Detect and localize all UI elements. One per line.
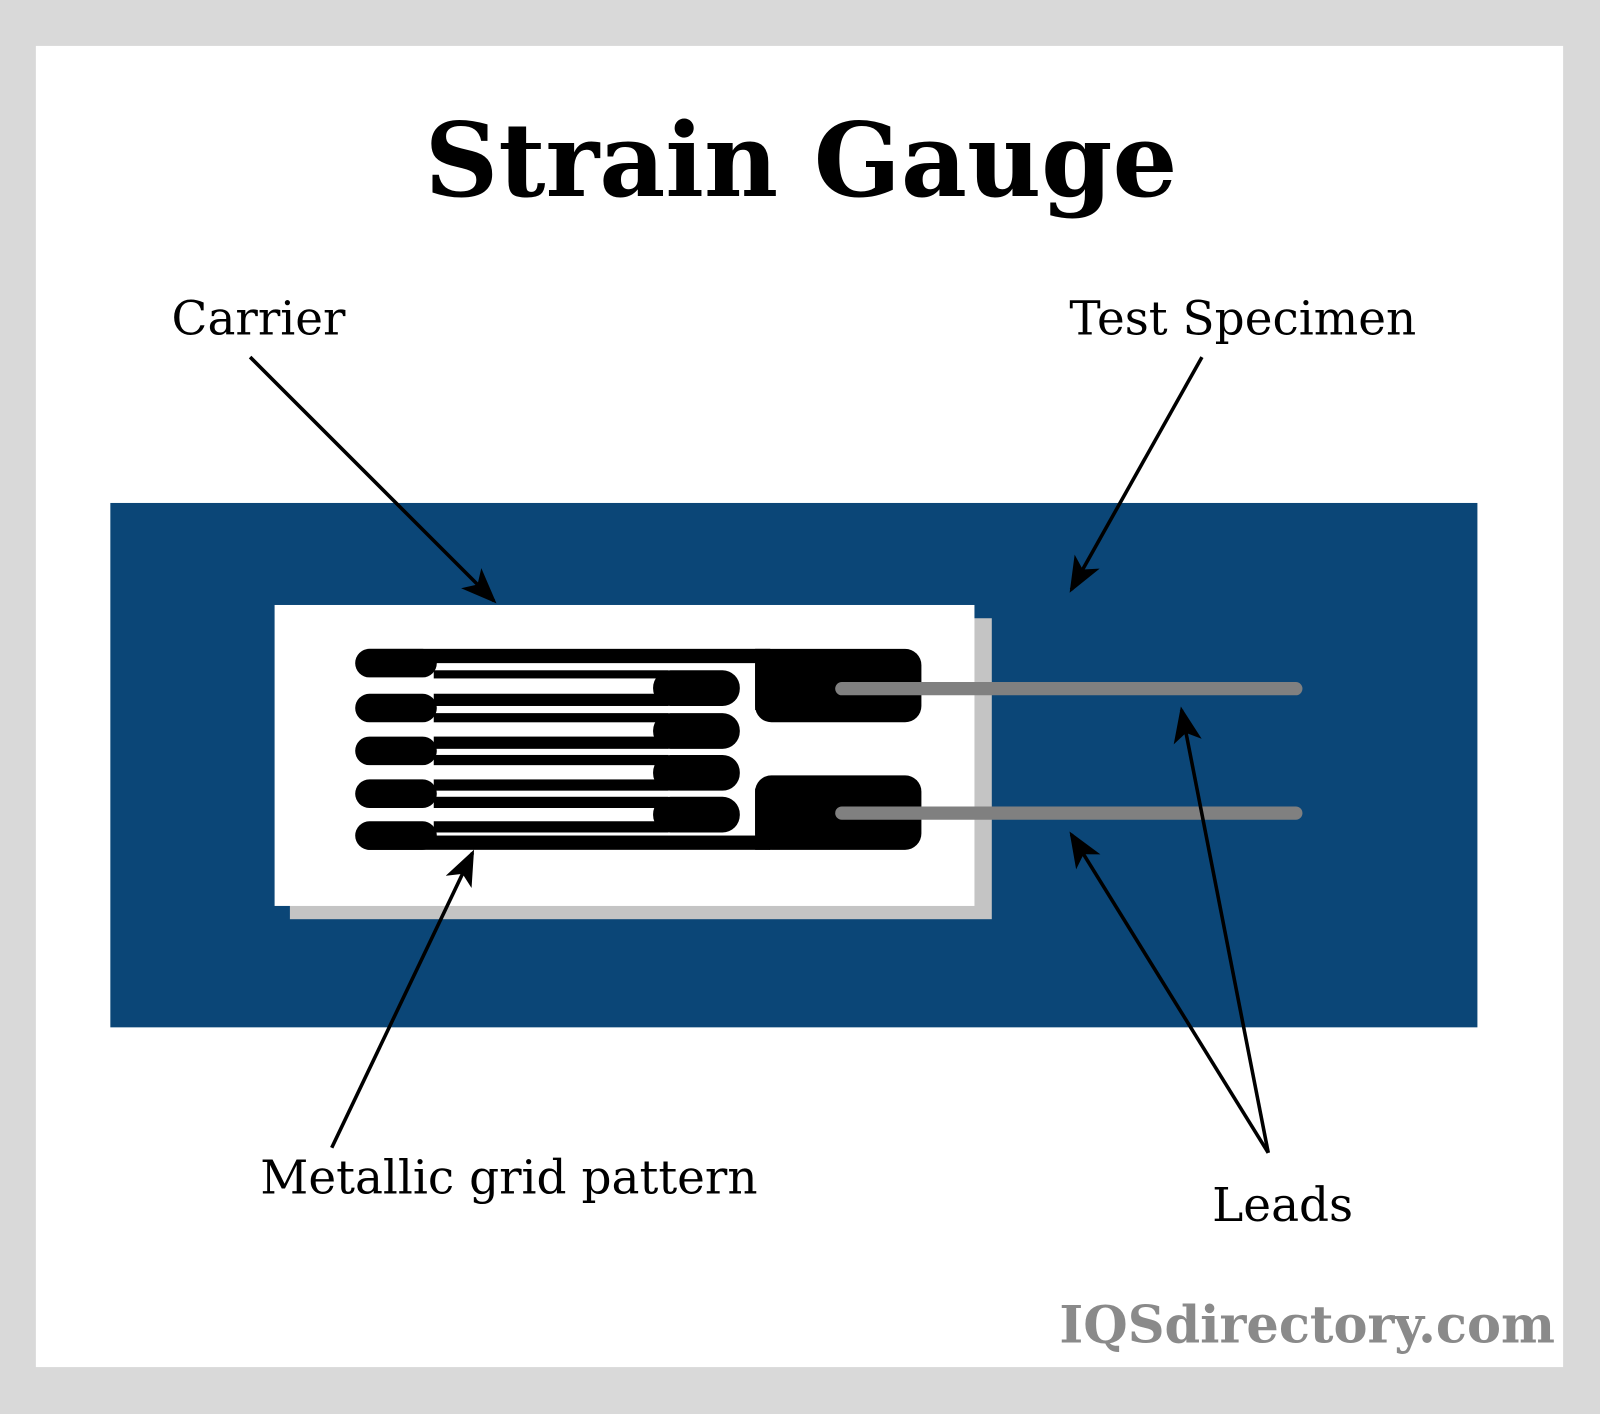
page-title: Strain Gauge (425, 101, 1178, 221)
metallic-grid-label: Metallic grid pattern (260, 1151, 757, 1206)
carrier-arrow (248, 355, 497, 604)
carrier-label: Carrier (172, 292, 346, 347)
leads-arrow-top (1173, 706, 1271, 1154)
watermark: IQSdirectory.com (1059, 1296, 1555, 1356)
leads-label: Leads (1212, 1178, 1353, 1233)
test-specimen-arrow (1069, 356, 1204, 593)
leads-arrow-bottom (1069, 831, 1270, 1154)
metallic-grid (355, 648, 922, 850)
test-specimen-label: Test Specimen (1069, 292, 1416, 347)
metallic-grid-arrow (330, 849, 475, 1149)
